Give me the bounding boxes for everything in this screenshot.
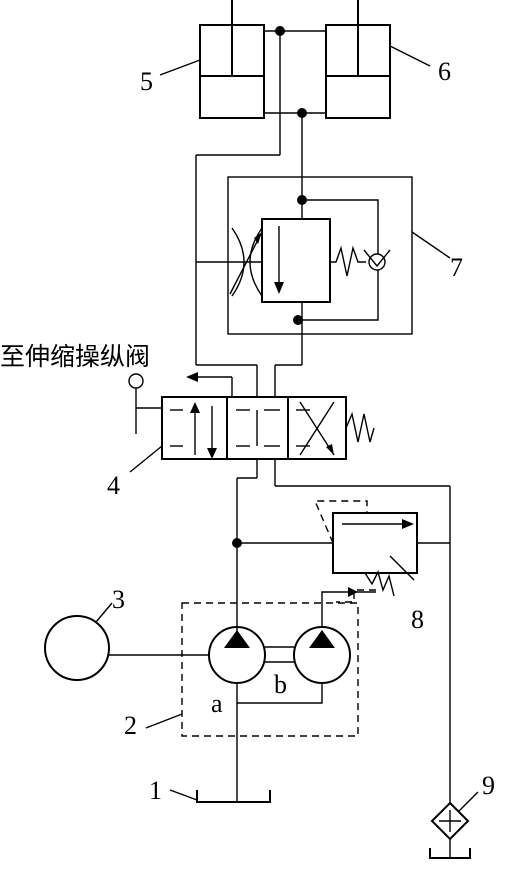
label-7: 7 <box>450 253 463 282</box>
cylinder-lines <box>195 26 326 397</box>
cylinder-6 <box>325 0 431 119</box>
label-1: 1 <box>149 776 162 805</box>
motor-3 <box>44 602 209 681</box>
label-9: 9 <box>482 771 495 800</box>
caption-to-extension-valve: 至伸缩操纵阀 <box>0 342 150 371</box>
relief-valve-8 <box>232 478 450 636</box>
label-a: a <box>211 689 223 718</box>
label-2: 2 <box>124 711 137 740</box>
tank-1 <box>169 789 271 803</box>
cylinder-5 <box>159 0 265 119</box>
label-b: b <box>274 670 287 699</box>
pump-unit-2 <box>145 587 376 802</box>
directional-valve-4 <box>128 372 450 487</box>
balance-valve-7 <box>196 176 451 397</box>
filter-9 <box>429 486 479 859</box>
label-3: 3 <box>112 585 125 614</box>
label-5: 5 <box>140 67 153 96</box>
label-6: 6 <box>438 57 451 86</box>
label-4: 4 <box>107 471 120 500</box>
label-8: 8 <box>411 605 424 634</box>
